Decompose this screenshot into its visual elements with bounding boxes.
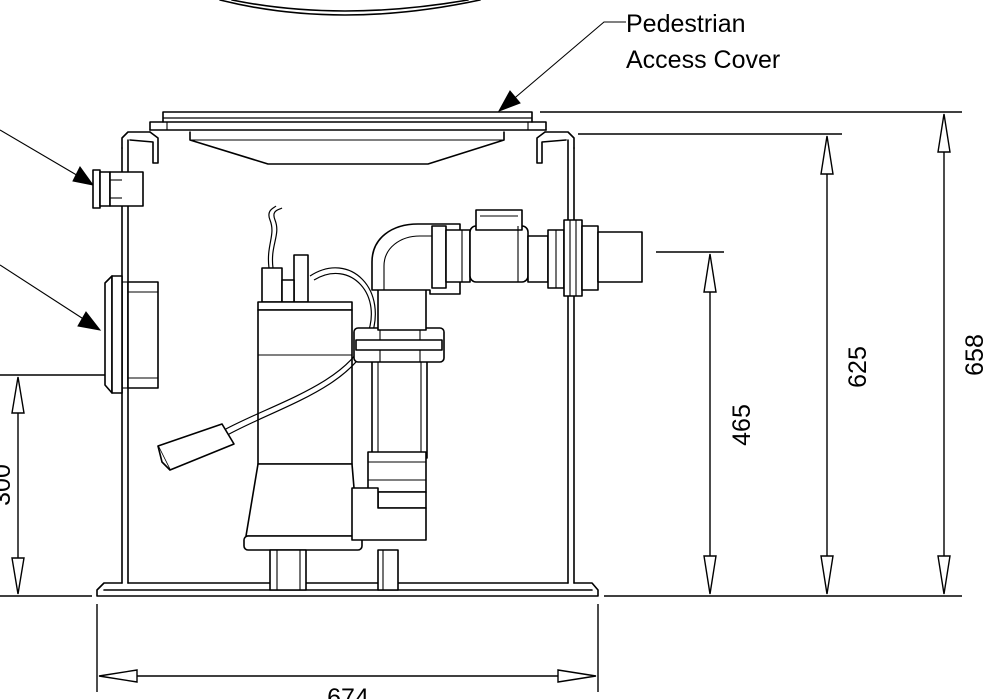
dim-inner-height-label: 625: [844, 346, 872, 388]
cover-label-line2: Access Cover: [626, 46, 780, 74]
submersible-pump: [157, 205, 399, 591]
dimension-lines: [0, 111, 962, 692]
access-cover: [149, 111, 547, 165]
inlet-fitting: [104, 275, 159, 394]
dim-outlet-height-label: 465: [728, 404, 756, 446]
vent-fitting: [92, 169, 144, 209]
cover-callout-arrow: [497, 90, 521, 112]
left-callout-arrows: [0, 129, 102, 331]
lid-circle-outline: [219, 0, 481, 16]
cover-label-line1: Pedestrian: [626, 10, 746, 38]
dim-width-label: 674: [327, 684, 369, 699]
cover-callout: Pedestrian Access Cover: [497, 10, 780, 112]
discharge-pipe: [351, 209, 643, 541]
dim-overall-height-label: 658: [961, 334, 989, 376]
dim-inlet-height-label: 300: [0, 464, 16, 506]
